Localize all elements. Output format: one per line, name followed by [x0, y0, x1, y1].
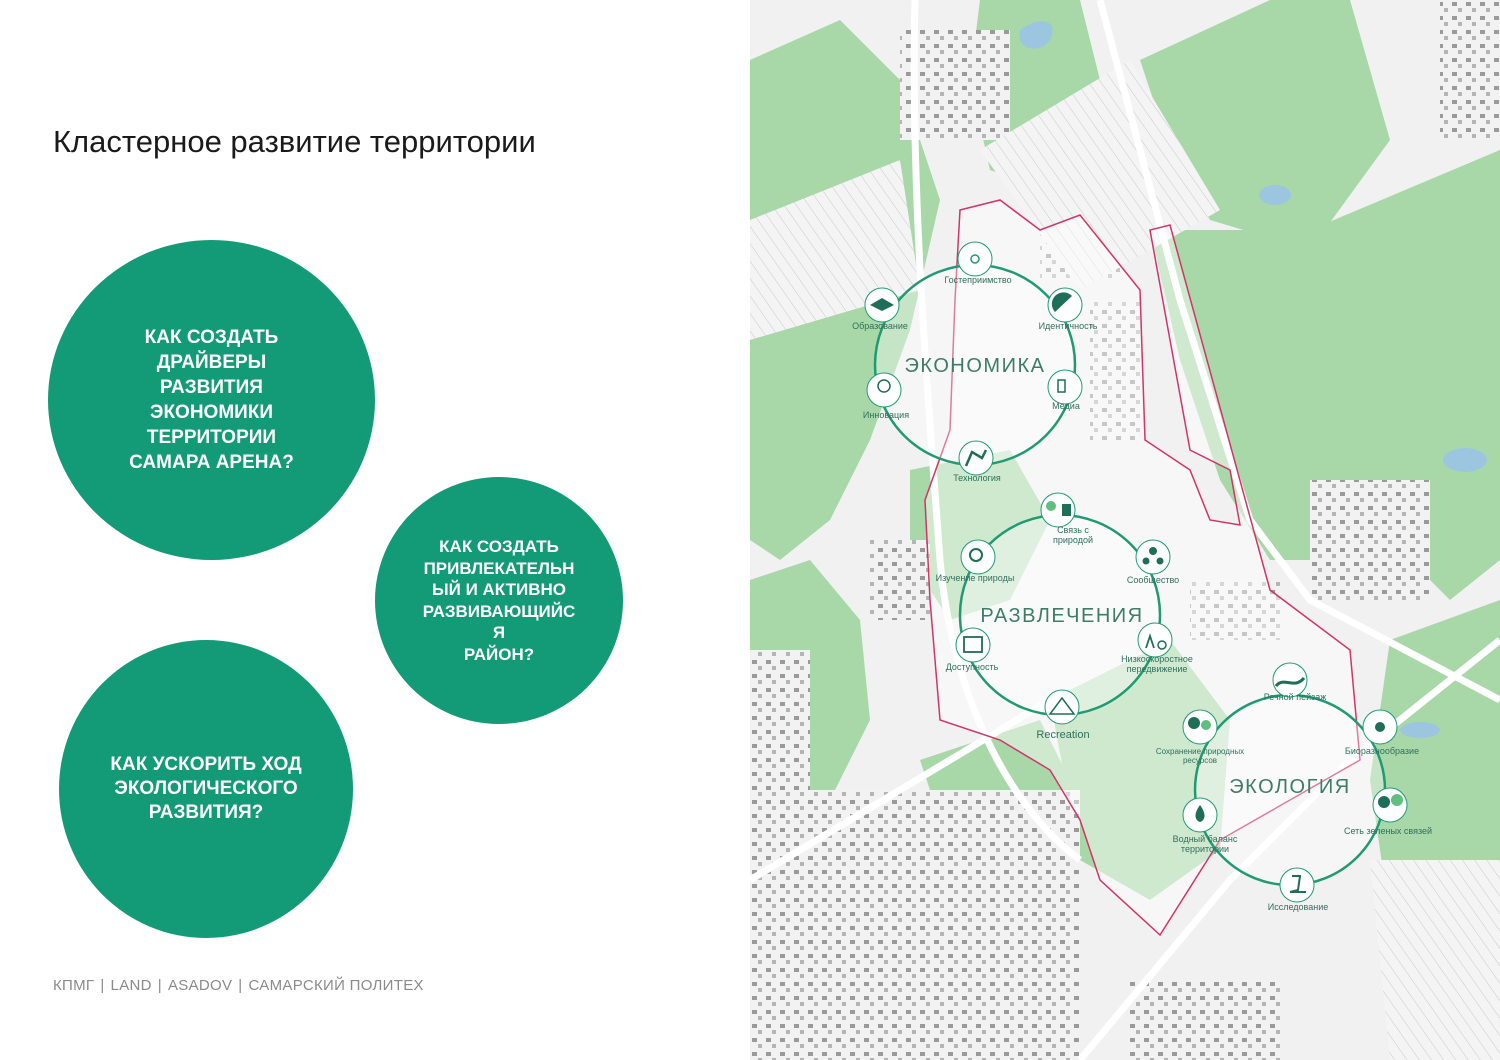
cluster-node: Инновация: [863, 372, 909, 420]
node-label: Медиа: [1052, 401, 1080, 411]
cluster-node: Сообщество: [1127, 539, 1179, 585]
tree-shape: [1391, 794, 1403, 806]
magnifier-leaf-icon: [960, 539, 996, 575]
footer-credits: КПМГ | LAND | ASADOV | САМАРСКИЙ ПОЛИТЕХ: [53, 977, 424, 994]
node-label-2: ресурсов: [1183, 756, 1217, 765]
tree-shape: [1046, 501, 1056, 511]
river-icon: [1272, 662, 1308, 698]
question-text: Как ускорить ход экологического развития…: [110, 754, 302, 823]
map-shape: [963, 636, 983, 653]
sun-icon-core: [970, 254, 980, 264]
question-circle-economy: Как создать драйверы развития экономики …: [48, 240, 375, 560]
node-label: Технология: [953, 473, 1001, 483]
sun-icon: [957, 241, 993, 277]
biodiversity-shape: [1375, 722, 1385, 732]
node-label: Доступность: [946, 662, 999, 672]
question-circle-ecology: Как ускорить ход экологического развития…: [59, 640, 353, 938]
territory-map: ЭКОНОМИКА РАЗВЛЕЧЕНИЯ ЭКОЛОГИЯ Гостеприи…: [750, 0, 1500, 1060]
node-label: Связь с: [1057, 525, 1089, 535]
footer-item: LAND: [110, 977, 152, 994]
people-icon: [1135, 539, 1171, 575]
cluster-node: Доступность: [946, 627, 999, 672]
person-shape: [1149, 547, 1157, 555]
cluster-node: Образование: [852, 287, 908, 331]
node-label: Биоразнообразие: [1345, 746, 1419, 756]
walk-bike-icon: [1137, 622, 1173, 658]
node-label: Сохранение природных: [1156, 747, 1244, 756]
node-label: Идентичность: [1039, 321, 1098, 331]
node-label: Исследование: [1268, 902, 1328, 912]
node-label-2: передвижение: [1127, 664, 1188, 674]
person-shape: [1142, 557, 1150, 565]
cluster-node: Биоразнообразие: [1345, 709, 1419, 756]
page-title: Кластерное развитие территории: [53, 123, 536, 159]
cluster-node: Recreation: [1036, 689, 1090, 741]
node-label: Низкоскоростное: [1121, 654, 1193, 664]
node-label: Образование: [852, 321, 908, 331]
cluster-node: Низкоскоростное передвижение: [1121, 622, 1193, 674]
tree-shape: [1201, 720, 1211, 730]
footer-item: ASADOV: [167, 977, 233, 994]
magnifier-shape: [969, 548, 983, 562]
urban-blocks: [750, 0, 1500, 1060]
microscope-shape: [1289, 875, 1306, 893]
roads: [750, 0, 1500, 1060]
forest-icon: [1372, 787, 1408, 823]
lightbulb-shape: [877, 379, 891, 393]
node-label: Recreation: [1036, 729, 1089, 741]
footer-item: САМАРСКИЙ ПОЛИТЕХ: [248, 977, 424, 994]
footer-item: КПМГ: [53, 977, 95, 994]
robot-arm-icon: [958, 440, 994, 476]
drop-shape: [1195, 805, 1205, 822]
node-label: Водный баланс: [1173, 834, 1238, 844]
cluster-node: Исследование: [1268, 867, 1328, 912]
tent-shape: [1048, 696, 1076, 715]
bike-wheel-shape: [1157, 640, 1167, 650]
node-label: Речной пейзаж: [1264, 692, 1327, 702]
building-shape: [1062, 504, 1071, 516]
tent-icon: [1044, 689, 1080, 725]
map-icon: [955, 627, 991, 663]
person-shape: [1156, 557, 1164, 565]
cluster-node: Сохранение природных ресурсов: [1156, 709, 1244, 765]
node-label: Гостеприимство: [944, 275, 1011, 285]
footer-separator: |: [100, 977, 105, 994]
question-text: Как создать привлекательн ый и активно р…: [422, 537, 576, 664]
map-svg: ЭКОНОМИКА РАЗВЛЕЧЕНИЯ ЭКОЛОГИЯ Гостеприи…: [750, 0, 1500, 1060]
cluster-node: Связь с природой: [1040, 492, 1093, 545]
tree-shape: [1188, 717, 1200, 729]
question-text: Как создать драйверы развития экономики …: [129, 327, 294, 473]
cluster-node: Сеть зеленых связей: [1344, 787, 1432, 836]
node-label: Изучение природы: [936, 573, 1015, 583]
cluster-title-economy: ЭКОНОМИКА: [905, 355, 1046, 377]
node-label: Инновация: [863, 410, 909, 420]
microscope-icon: [1279, 867, 1315, 903]
tree-shape: [1378, 796, 1390, 808]
dish-shape: [1051, 292, 1072, 312]
cluster-node: Медиа: [1047, 369, 1083, 411]
cluster-node: Речной пейзаж: [1264, 662, 1327, 702]
node-label-2: природой: [1053, 535, 1093, 545]
cluster-node: Водный баланс территории: [1173, 797, 1238, 854]
node-label: Сообщество: [1127, 575, 1179, 585]
question-circle-district: Как создать привлекательн ый и активно р…: [375, 477, 623, 724]
cluster-node: Изучение природы: [936, 539, 1015, 583]
walker-shape: [1145, 633, 1155, 649]
footer-separator: |: [157, 977, 162, 994]
cluster-title-ecology: ЭКОЛОГИЯ: [1229, 776, 1350, 798]
cluster-node: Технология: [953, 440, 1001, 483]
graduation-cap-shape: [870, 298, 894, 311]
footer-separator: |: [238, 977, 243, 994]
river-shape: [1274, 676, 1306, 688]
lightbulb-icon: [866, 372, 902, 408]
cluster-node: Гостеприимство: [944, 241, 1012, 285]
robot-arm-shape: [964, 449, 988, 467]
cluster-node: Идентичность: [1039, 287, 1098, 331]
cluster-title-entertainment: РАЗВЛЕЧЕНИЯ: [980, 605, 1143, 627]
phone-shape: [1057, 379, 1066, 393]
node-label: Сеть зеленых связей: [1344, 826, 1432, 836]
trees-icon: [1182, 709, 1218, 745]
node-label-2: территории: [1181, 844, 1229, 854]
